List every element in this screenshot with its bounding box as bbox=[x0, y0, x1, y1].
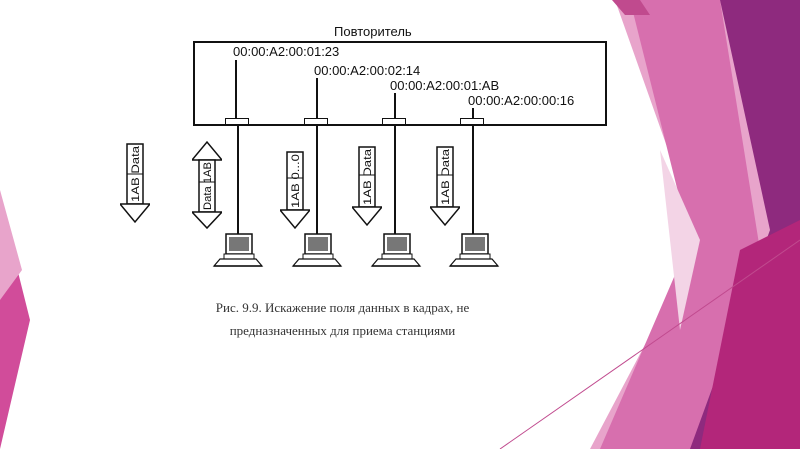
cable-1 bbox=[237, 125, 239, 235]
repeater-port-1 bbox=[225, 118, 249, 125]
mac-address-4: 00:00:A2:00:00:16 bbox=[468, 93, 574, 108]
leader-line-3 bbox=[394, 93, 396, 118]
workstation-icon bbox=[370, 232, 422, 270]
caption-line-1: Рис. 9.9. Искажение поля данных в кадрах… bbox=[160, 296, 525, 319]
frame-arrow-5: 1AB Data bbox=[430, 145, 460, 227]
workstation-icon bbox=[212, 232, 264, 270]
mac-address-2: 00:00:A2:00:02:14 bbox=[314, 63, 420, 78]
cable-3 bbox=[394, 125, 396, 235]
frame-arrow-1: 1AB Data bbox=[120, 140, 150, 226]
frame-label-3: 1AB 0...0 bbox=[290, 154, 302, 208]
caption-line-2: предназначенных для приема станциями bbox=[160, 319, 525, 342]
cable-4 bbox=[472, 125, 474, 235]
frame-label-5: 1AB Data bbox=[440, 148, 452, 205]
repeater-port-3 bbox=[382, 118, 406, 125]
frame-arrow-4: 1AB Data bbox=[352, 145, 382, 227]
repeater-label: Повторитель bbox=[334, 24, 412, 39]
mac-address-1: 00:00:A2:00:01:23 bbox=[233, 44, 339, 59]
frame-arrow-2: Data 1AB bbox=[192, 140, 222, 230]
repeater-port-2 bbox=[304, 118, 328, 125]
leader-line-2 bbox=[316, 78, 318, 118]
frame-label-4: 1AB Data bbox=[362, 148, 374, 205]
mac-address-3: 00:00:A2:00:01:AB bbox=[390, 78, 499, 93]
frame-label-2: Data 1AB bbox=[202, 162, 214, 210]
repeater-port-4 bbox=[460, 118, 484, 125]
frame-arrow-3: 1AB 0...0 bbox=[280, 150, 310, 230]
frame-label-1: 1AB Data bbox=[130, 145, 142, 202]
workstation-icon bbox=[291, 232, 343, 270]
leader-line-4 bbox=[472, 108, 474, 118]
cable-2 bbox=[316, 125, 318, 235]
figure-caption: Рис. 9.9. Искажение поля данных в кадрах… bbox=[160, 296, 525, 342]
leader-line-1 bbox=[235, 60, 237, 118]
workstation-icon bbox=[448, 232, 500, 270]
